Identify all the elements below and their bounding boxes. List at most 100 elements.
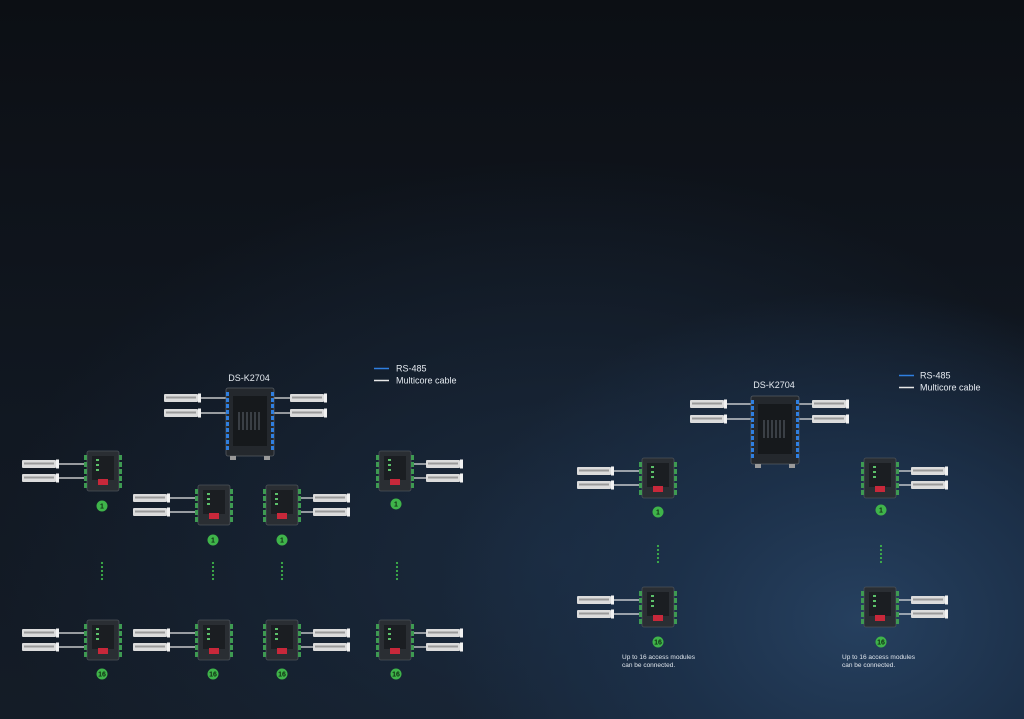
controller-terminal xyxy=(796,400,799,404)
lock-reader xyxy=(313,628,350,638)
lock-end xyxy=(167,628,170,638)
lock-reader xyxy=(690,414,727,424)
controller-terminal xyxy=(796,406,799,410)
module-terminal xyxy=(674,619,677,624)
module-terminal xyxy=(861,598,864,603)
module-terminal xyxy=(639,462,642,467)
module-terminal xyxy=(230,638,233,643)
module-led xyxy=(207,638,210,640)
module-board xyxy=(384,625,406,649)
left-module-1-outer xyxy=(84,450,122,492)
rs485-cable xyxy=(274,433,379,640)
controller-terminal xyxy=(226,434,229,438)
module-terminal xyxy=(84,624,87,629)
module-terminal xyxy=(119,462,122,467)
controller-chip xyxy=(238,412,240,430)
module-terminal xyxy=(263,638,266,643)
lock-slot xyxy=(166,411,196,414)
module-led xyxy=(275,638,278,640)
lock-end xyxy=(347,642,350,652)
badge-number: 1 xyxy=(656,510,660,517)
module-terminal xyxy=(84,652,87,657)
lock-slot xyxy=(24,462,54,465)
lock-end xyxy=(724,414,727,424)
module-terminal xyxy=(298,503,301,508)
module-terminal xyxy=(861,476,864,481)
module-terminal xyxy=(896,490,899,495)
module-terminal xyxy=(639,490,642,495)
module-terminal xyxy=(411,469,414,474)
lock-slot xyxy=(24,645,54,648)
lock-end xyxy=(167,493,170,503)
badge-circle xyxy=(276,668,288,680)
left-legend: RS-485 Multicore cable xyxy=(374,364,457,386)
badge-circle xyxy=(390,498,402,510)
module-terminal xyxy=(84,631,87,636)
lock-end xyxy=(460,473,463,483)
module-terminal xyxy=(230,645,233,650)
controller-foot xyxy=(264,456,270,460)
module-terminal xyxy=(84,476,87,481)
left-legend-multicore-label: Multicore cable xyxy=(396,376,457,386)
controller-terminal xyxy=(271,416,274,420)
module-board xyxy=(92,456,114,480)
badge-number: 1 xyxy=(879,508,883,515)
lock-reader xyxy=(577,609,614,619)
lock-reader xyxy=(164,393,201,403)
dot xyxy=(879,552,883,556)
lock-slot xyxy=(913,483,943,486)
module-terminal xyxy=(230,517,233,522)
module-terminal xyxy=(861,591,864,596)
lock-reader xyxy=(426,642,463,652)
lock-end xyxy=(945,609,948,619)
dot xyxy=(211,565,215,569)
badge-number: 16 xyxy=(209,672,217,679)
module-terminal xyxy=(639,598,642,603)
controller-terminal xyxy=(271,404,274,408)
controller-terminal xyxy=(751,406,754,410)
controller-terminal xyxy=(226,440,229,444)
dot xyxy=(395,577,399,581)
lock-slot xyxy=(135,510,165,513)
lock-reader xyxy=(133,642,170,652)
rs485-cable xyxy=(799,437,864,482)
right-module-16-left xyxy=(639,586,677,628)
lock-reader xyxy=(911,480,948,490)
module-terminal xyxy=(230,496,233,501)
badge-circle xyxy=(390,668,402,680)
badge-number: 16 xyxy=(392,672,400,679)
module-terminal xyxy=(298,517,301,522)
module-terminal xyxy=(674,598,677,603)
lock-reader xyxy=(22,473,59,483)
module-led xyxy=(873,605,876,607)
right-controller-ds-k2704 xyxy=(750,395,800,468)
module-terminal xyxy=(411,476,414,481)
dot xyxy=(395,573,399,577)
controller-terminal xyxy=(226,410,229,414)
lock-end xyxy=(846,414,849,424)
lock-end xyxy=(945,466,948,476)
module-led xyxy=(96,628,99,630)
module-terminal xyxy=(411,462,414,467)
module-terminal xyxy=(298,510,301,515)
lock-slot xyxy=(292,396,322,399)
badge-number: 1 xyxy=(100,504,104,511)
module-dip-switch xyxy=(209,513,219,519)
lock-reader xyxy=(426,473,463,483)
dot xyxy=(211,573,215,577)
module-led xyxy=(873,476,876,478)
lock-reader xyxy=(133,507,170,517)
module-terminal xyxy=(195,503,198,508)
dot xyxy=(100,577,104,581)
dot xyxy=(656,556,660,560)
module-terminal xyxy=(376,645,379,650)
module-terminal xyxy=(674,469,677,474)
module-terminal xyxy=(195,489,198,494)
module-dip-switch xyxy=(98,479,108,485)
dot xyxy=(100,561,104,565)
controller-terminal xyxy=(796,454,799,458)
module-terminal xyxy=(230,503,233,508)
lock-end xyxy=(347,493,350,503)
module-terminal xyxy=(376,455,379,460)
controller-chip xyxy=(767,420,769,438)
